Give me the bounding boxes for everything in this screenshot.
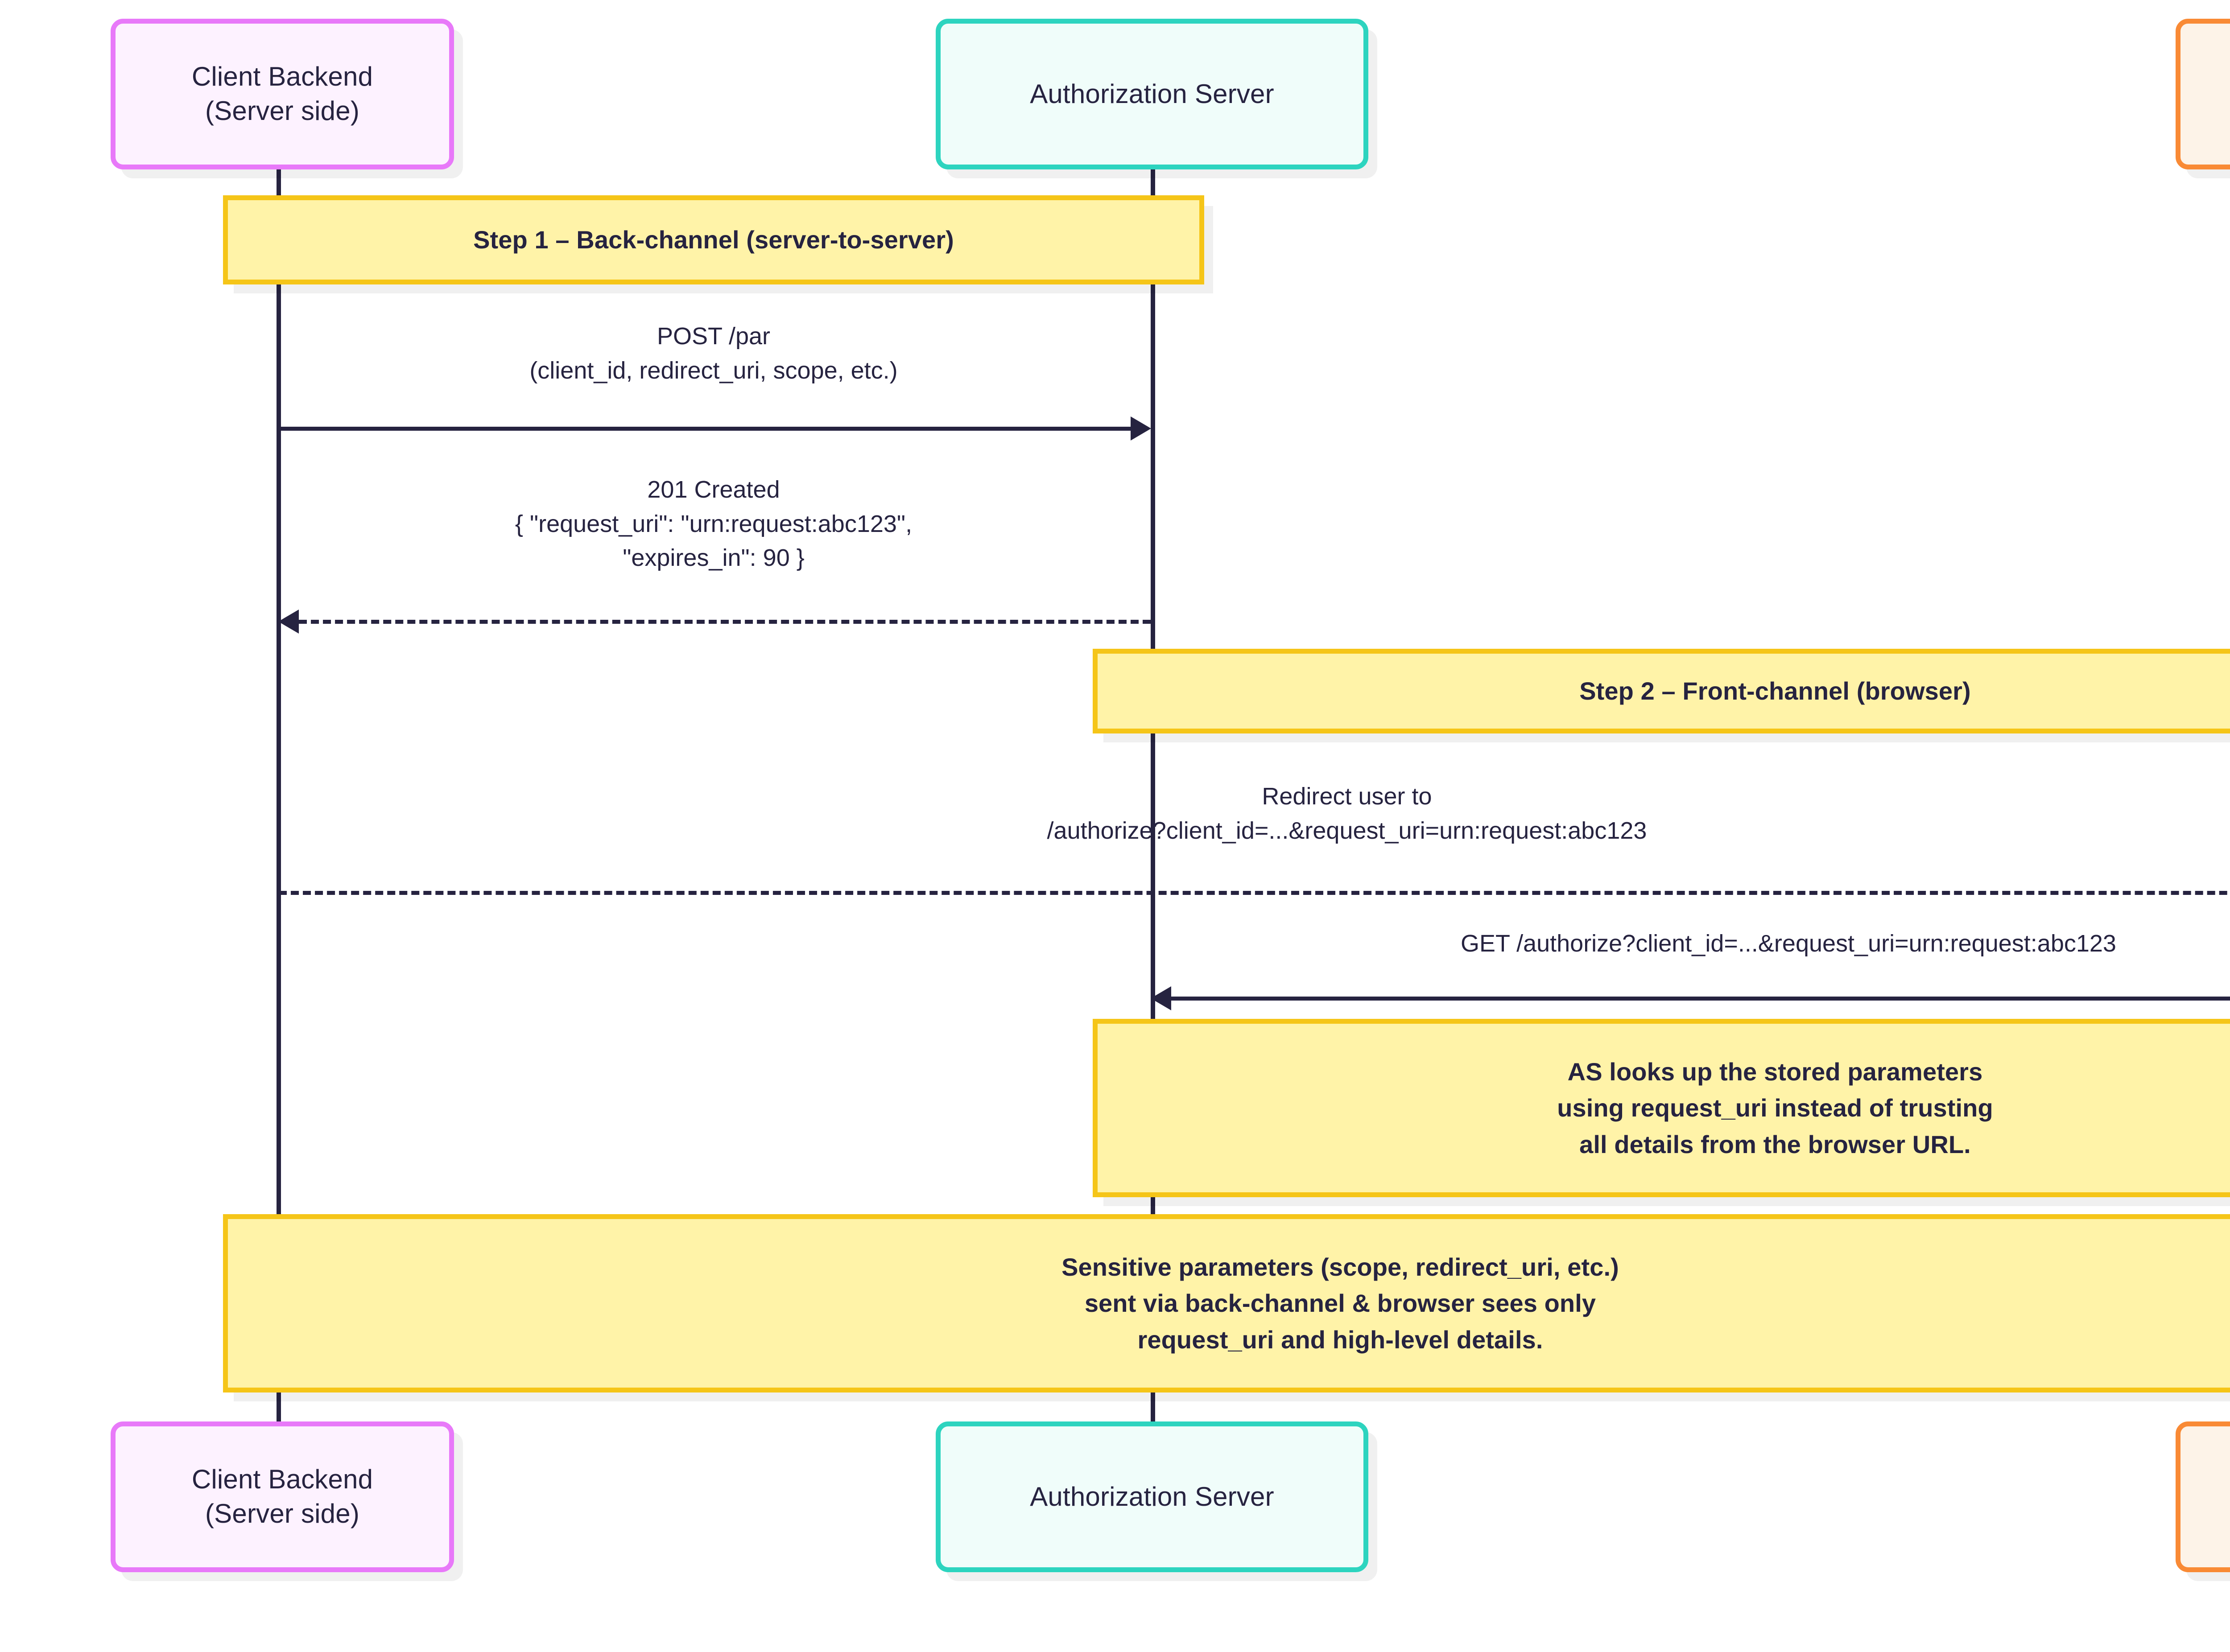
participant-label: Client Backend (Server side)	[191, 62, 373, 126]
note-label: AS looks up the stored parameters using …	[1557, 1058, 1993, 1158]
message-line-201-created	[299, 620, 1151, 624]
note-label: Step 2 – Front-channel (browser)	[1579, 677, 1971, 705]
message-line-redirect-user	[279, 891, 2230, 895]
note-step-2-front-channel: Step 2 – Front-channel (browser)	[1093, 649, 2230, 733]
participant-authorization-server-top[interactable]: Authorization Server	[936, 19, 1368, 169]
note-label: Sensitive parameters (scope, redirect_ur…	[1061, 1253, 1619, 1354]
participant-client-backend-bottom[interactable]: Client Backend (Server side)	[111, 1421, 454, 1572]
message-label-redirect-user: Redirect user to /authorize?client_id=..…	[1047, 783, 1647, 844]
participant-label: Authorization Server	[1030, 1481, 1274, 1512]
message-line-post-par	[279, 427, 1131, 431]
participant-authorization-server-bottom[interactable]: Authorization Server	[936, 1421, 1368, 1572]
participant-label: Authorization Server	[1030, 78, 1274, 109]
message-arrowhead-get-authorize	[1151, 986, 1171, 1010]
participant-label: Client Backend (Server side)	[191, 1464, 373, 1528]
message-arrowhead-post-par	[1131, 416, 1151, 441]
note-sensitive-parameters: Sensitive parameters (scope, redirect_ur…	[223, 1214, 2230, 1392]
note-label: Step 1 – Back-channel (server-to-server)	[473, 226, 954, 254]
participant-client-backend-top[interactable]: Client Backend (Server side)	[111, 19, 454, 169]
participant-browser-top[interactable]: Browser (Front-channel)	[2176, 19, 2230, 169]
lifeline-auth	[1151, 169, 1155, 1421]
message-label-201-created: 201 Created { "request_uri": "urn:reques…	[515, 476, 913, 572]
message-line-get-authorize	[1171, 997, 2230, 1001]
participant-browser-bottom[interactable]: Browser (Front-channel)	[2176, 1421, 2230, 1572]
message-arrowhead-201-created	[278, 610, 299, 634]
note-as-lookup: AS looks up the stored parameters using …	[1093, 1019, 2230, 1197]
note-step-1-back-channel: Step 1 – Back-channel (server-to-server)	[223, 195, 1204, 284]
message-label-get-authorize: GET /authorize?client_id=...&request_uri…	[1461, 930, 2116, 957]
message-label-post-par: POST /par (client_id, redirect_uri, scop…	[529, 323, 898, 384]
lifeline-client	[277, 169, 281, 1421]
